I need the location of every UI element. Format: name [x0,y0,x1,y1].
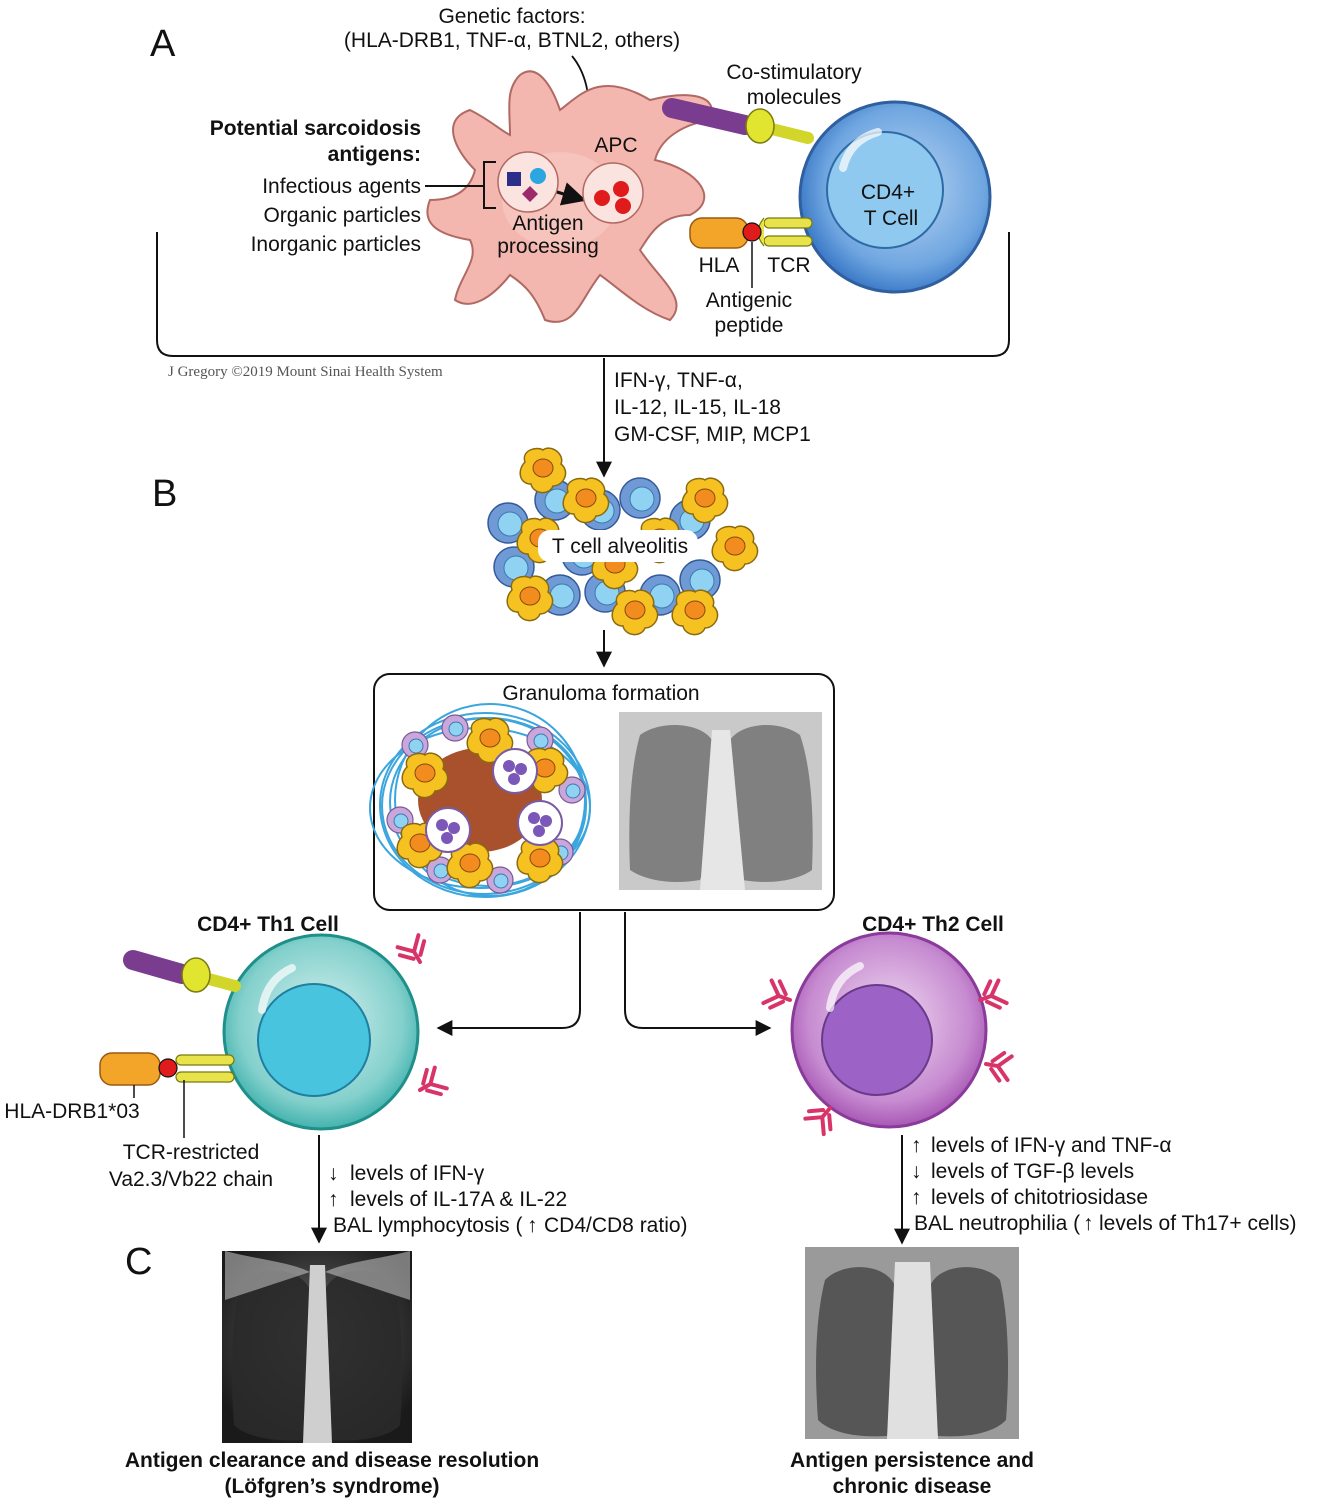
th1-hla-label: HLA-DRB1*03 [4,1100,139,1123]
th1-effects: ↓ levels of IFN-γ ↑ levels of IL-17A & I… [328,1162,688,1237]
th2-antibody-3 [981,1048,1015,1084]
th2-cell [790,931,988,1129]
antigen-item-infectious: Infectious agents [262,175,421,198]
antigens-heading-2: antigens: [328,143,421,166]
tcr-label: TCR [767,254,810,277]
costim-label-1: Co-stimulatory [726,61,862,84]
down-arrow-icon: ↓ [911,1160,922,1183]
antigen-processing-label-1: Antigen [512,212,583,235]
th1-antibody-2 [411,1063,450,1105]
antigen-vesicle [497,151,559,213]
up-arrow-icon: ↑ [527,1214,538,1237]
th2-outcome-1: Antigen persistence and [790,1449,1034,1472]
hla-tcr-complex [689,217,813,249]
granuloma-title: Granuloma formation [502,682,699,705]
up-arrow-icon: ↑ [1083,1212,1094,1235]
cd4-t-cell [798,100,992,294]
th2-effect-2: levels of TGF-β levels [931,1160,1134,1183]
cytokines-line-1: IFN-γ, TNF-α, [614,369,743,392]
processing-arrow [556,182,587,206]
antigens-bracket [425,161,496,209]
antigens-heading-1: Potential sarcoidosis [210,117,421,140]
th1-tcr-label-2: Va2.3/Vb22 chain [109,1168,273,1191]
th1-effect-2: levels of IL-17A & IL-22 [350,1188,567,1211]
th2-effects: ↑ levels of IFN-γ and TNF-α ↓ levels of … [911,1134,1296,1235]
alveolitis-label: T cell alveolitis [552,535,688,558]
down-arrow-icon: ↓ [328,1162,339,1185]
th2-effect-1: levels of IFN-γ and TNF-α [931,1134,1171,1157]
th1-outcome-chest-xray [222,1251,412,1443]
costim-label-2: molecules [747,86,842,109]
illustration-credit: J Gregory ©2019 Mount Sinai Health Syste… [168,364,443,380]
th2-effect-4b: levels of Th17+ cells) [1099,1212,1296,1235]
th1-antibody-1 [393,932,435,971]
cd4-t-cell-label-2: T Cell [864,207,918,230]
th1-effect-3: BAL lymphocytosis ( [333,1214,522,1237]
panel-label-c: C [125,1241,152,1283]
th1-tcr-label-1: TCR-restricted [123,1141,260,1164]
genetic-factors-list: (HLA-DRB1, TNF-α, BTNL2, others) [344,29,680,52]
th2-antibody-1 [760,976,797,1016]
peptide-label-1: Antigenic [706,289,792,312]
panel-label-b: B [152,473,177,515]
th2-title: CD4+ Th2 Cell [862,913,1004,936]
genetic-factors-heading: Genetic factors: [438,5,585,28]
processed-antigen-vesicle [582,162,644,224]
th1-title: CD4+ Th1 Cell [197,913,339,936]
arrow-to-th1 [436,912,581,1036]
th1-cell [222,933,420,1131]
peptide-label-2: peptide [715,314,784,337]
th2-effect-4: BAL neutrophilia ( [914,1212,1080,1235]
th2-effect-3: levels of chitotriosidase [931,1186,1148,1209]
arrow-to-th2 [624,912,772,1036]
alveolitis-label-box [538,530,698,562]
antigen-item-inorganic: Inorganic particles [251,233,421,256]
cytokines-line-2: IL-12, IL-15, IL-18 [614,396,781,419]
granuloma-illustration [369,703,591,898]
up-arrow-icon: ↑ [911,1186,922,1209]
th1-effect-1: levels of IFN-γ [350,1162,485,1185]
th2-outcome-chest-xray [805,1247,1019,1439]
th1-hla-tcr-complex [99,1052,235,1086]
panel-label-a: A [150,23,176,65]
panel-a-bracket [156,232,1010,357]
costim-molecule [662,98,814,144]
antigen-item-organic: Organic particles [263,204,421,227]
granuloma-chest-xray [619,712,822,890]
th1-outcome-1: Antigen clearance and disease resolution [125,1449,539,1472]
up-arrow-icon: ↑ [911,1134,922,1157]
cd4-t-cell-label-1: CD4+ [861,181,915,204]
antigen-processing-label-2: processing [497,235,599,258]
hla-label: HLA [699,254,740,277]
apc-label: APC [594,134,637,157]
th1-costim-molecule [123,950,241,993]
th2-outcome-2: chronic disease [833,1475,992,1498]
up-arrow-icon: ↑ [328,1188,339,1211]
th1-outcome-2: (Löfgren’s syndrome) [224,1475,439,1498]
th1-effect-3b: CD4/CD8 ratio) [544,1214,688,1237]
cytokines-line-3: GM-CSF, MIP, MCP1 [614,423,811,446]
